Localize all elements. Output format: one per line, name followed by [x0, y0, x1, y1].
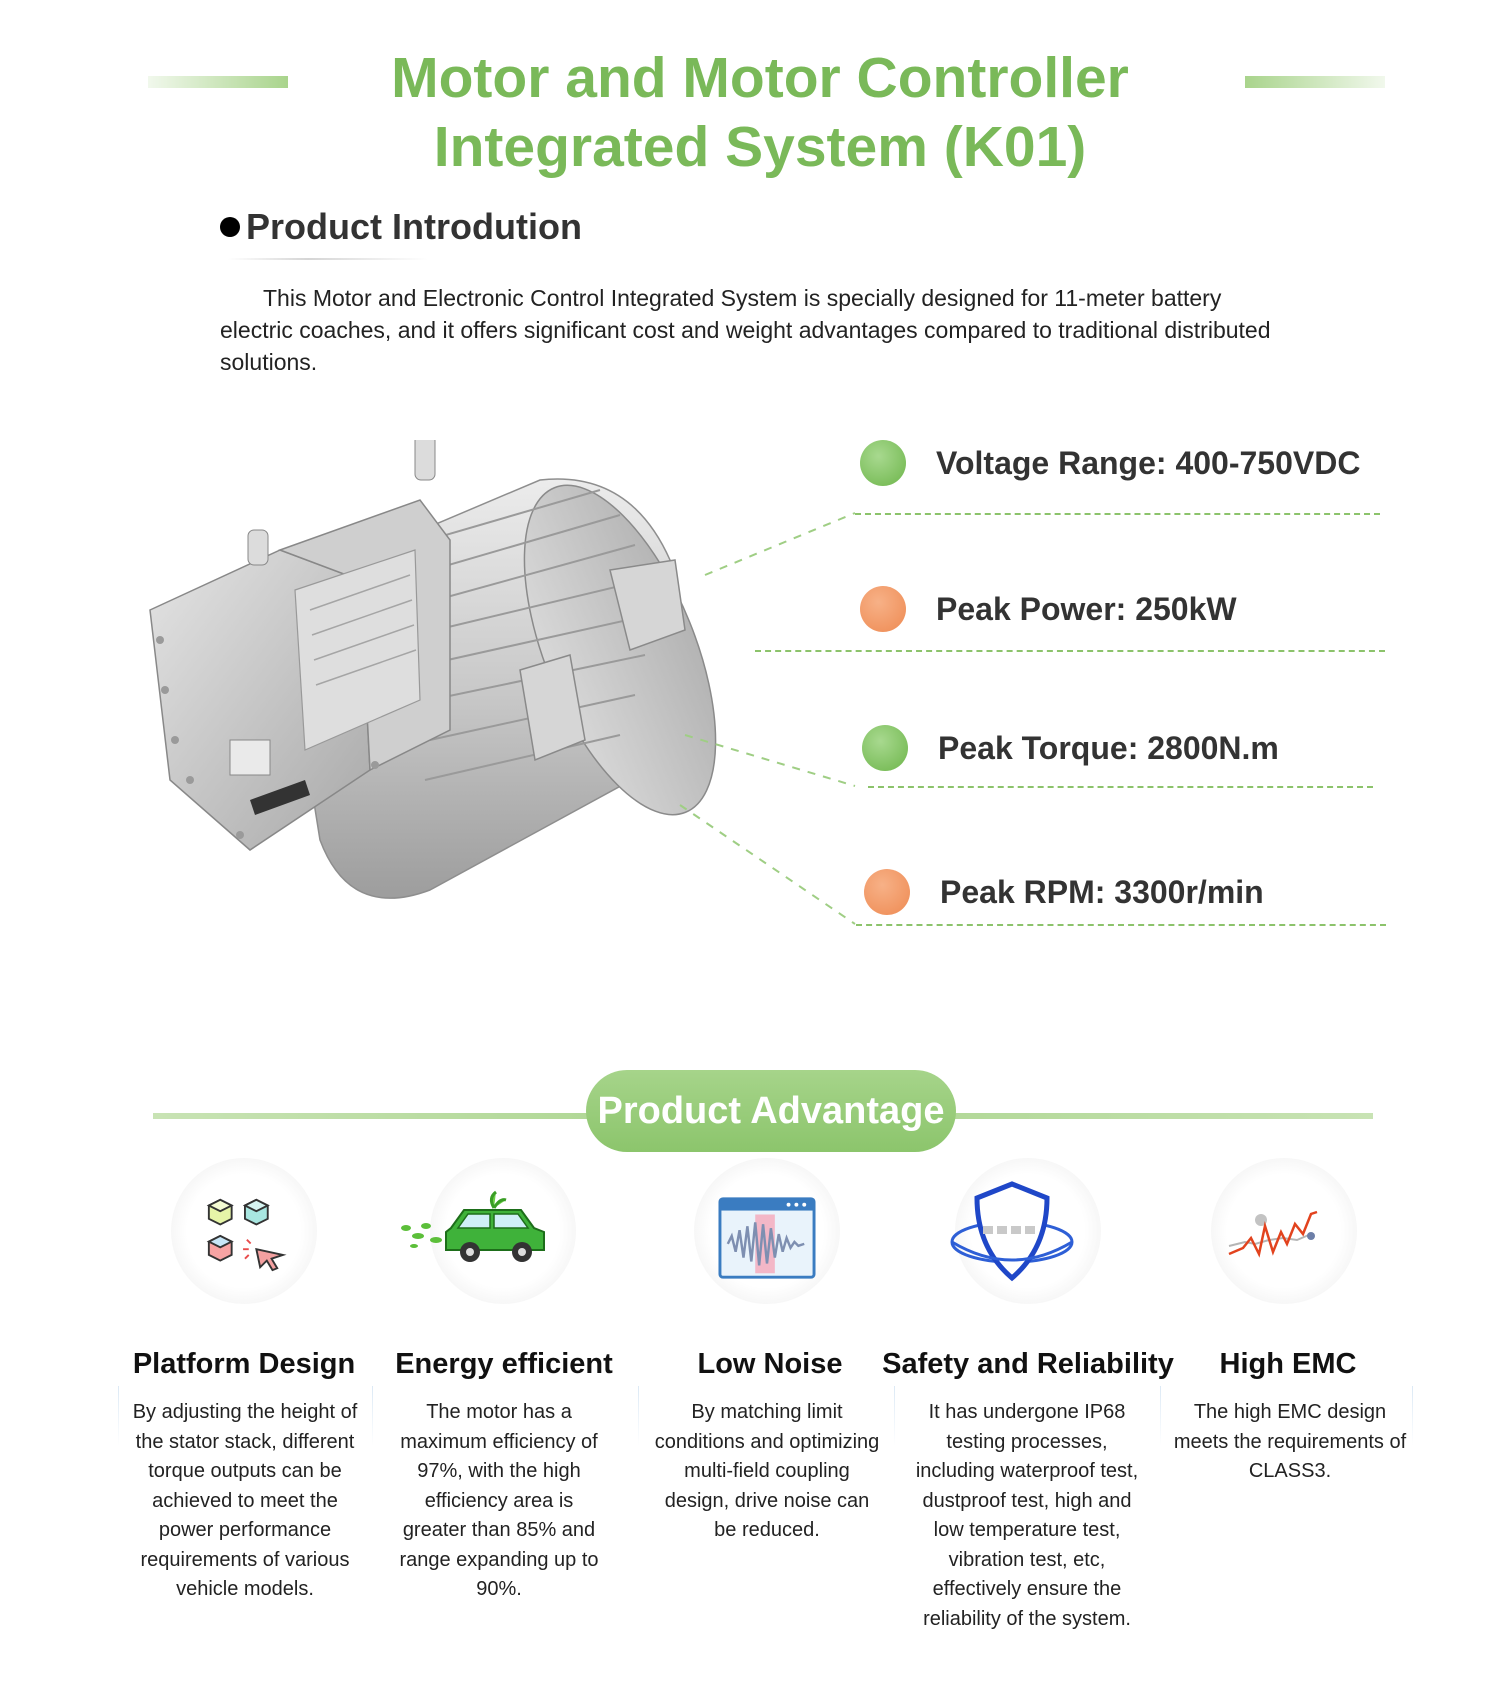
advantage-text: The high EMC design meets the requiremen…: [1173, 1401, 1407, 1482]
column-separator: [1160, 1386, 1161, 1446]
spec-label: Voltage Range: 400-750VDC: [936, 444, 1361, 481]
advantage-text: By matching limit conditions and optimiz…: [654, 1401, 880, 1541]
green-dot-icon: [862, 725, 908, 771]
spec-torque: Peak Torque: 2800N.m: [862, 725, 1279, 771]
noise-icon-circle: [694, 1158, 840, 1304]
emc-icon-circle: [1211, 1158, 1357, 1304]
page-title-line2: Integrated System (K01): [433, 115, 1087, 179]
cubes-cursor-icon: [206, 1198, 287, 1272]
column-separator: [372, 1386, 373, 1446]
spec-divider: [868, 786, 1373, 788]
orange-dot-icon: [860, 586, 906, 632]
column-separator: [1412, 1386, 1413, 1446]
platform-icon-circle: [171, 1158, 317, 1304]
page-title-line1: Motor and Motor Controller: [391, 46, 1129, 110]
shield-orbit-icon: [950, 1181, 1074, 1282]
green-car-icon: [401, 1190, 545, 1262]
spec-rpm: Peak RPM: 3300r/min: [864, 869, 1264, 915]
column-separator: [118, 1386, 119, 1446]
title-decoration-right: [1245, 76, 1385, 88]
advantage-title: Low Noise: [697, 1348, 843, 1380]
column-separator: [894, 1386, 895, 1446]
spec-voltage: Voltage Range: 400-750VDC: [860, 440, 1360, 486]
intro-underline: [228, 258, 428, 260]
column-separator: [638, 1386, 639, 1446]
spec-power: Peak Power: 250kW: [860, 586, 1237, 632]
advantage-title: High EMC: [1219, 1348, 1357, 1380]
spec-divider: [855, 513, 1380, 515]
bullet-icon: [220, 217, 240, 237]
advantage-title: Energy efficient: [395, 1348, 613, 1380]
motor-image: [149, 440, 717, 899]
green-dot-icon: [860, 440, 906, 486]
advantage-heading: Product Advantage: [586, 1070, 956, 1152]
title-decoration-left: [148, 76, 288, 88]
energy-icon-circle: [401, 1158, 576, 1304]
advantage-title: Platform Design: [132, 1348, 356, 1380]
advantage-text: It has undergone IP68 testing processes,…: [915, 1401, 1139, 1630]
advantage-title: Safety and Reliability: [882, 1348, 1174, 1380]
spec-label: Peak Power: 250kW: [936, 590, 1237, 627]
spec-divider: [755, 650, 1385, 652]
spec-label: Peak RPM: 3300r/min: [940, 873, 1264, 910]
spec-divider: [856, 924, 1386, 926]
advantage-text: The motor has a maximum efficiency of 97…: [399, 1401, 599, 1600]
intro-heading: Product Introdution: [220, 206, 582, 248]
spec-label: Peak Torque: 2800N.m: [938, 729, 1279, 766]
advantage-text: By adjusting the height of the stator st…: [132, 1401, 358, 1600]
safety-icon-circle: [950, 1158, 1101, 1304]
page-title: Motor and Motor Controller Integrated Sy…: [300, 44, 1220, 182]
orange-dot-icon: [864, 869, 910, 915]
intro-heading-text: Product Introdution: [246, 206, 582, 247]
signal-chart-icon: [1228, 1210, 1318, 1258]
intro-paragraph: This Motor and Electronic Control Integr…: [220, 285, 1271, 375]
sound-wave-window-icon: [718, 1197, 816, 1279]
